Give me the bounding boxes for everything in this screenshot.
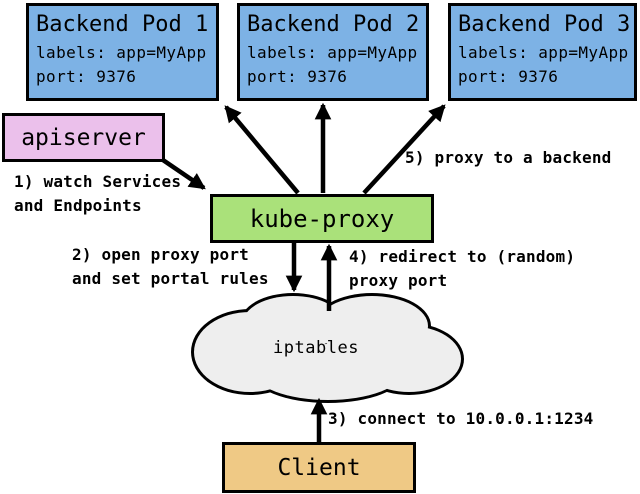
annotation-step5: 5) proxy to a backend bbox=[405, 146, 612, 170]
backend-pod-3-port: port: 9376 bbox=[458, 67, 559, 86]
apiserver-label: apiserver bbox=[21, 124, 146, 151]
arrow-kubeproxy-to-pod3 bbox=[362, 104, 446, 195]
apiserver-box: apiserver bbox=[2, 113, 165, 162]
annotation-step2-line1: 2) open proxy port bbox=[72, 245, 249, 264]
backend-pod-2-port: port: 9376 bbox=[247, 67, 348, 86]
annotation-step1-line1: 1) watch Services bbox=[14, 172, 182, 191]
annotation-step5-line1: 5) proxy to a backend bbox=[405, 148, 612, 167]
client-label: Client bbox=[277, 454, 361, 481]
backend-pod-1-title: Backend Pod 1 bbox=[36, 12, 209, 37]
annotation-step1-line2: and Endpoints bbox=[14, 196, 142, 215]
iptables-label: iptables bbox=[273, 338, 359, 358]
arrow-kubeproxy-to-pod1 bbox=[224, 105, 300, 195]
backend-pod-3-labels: labels: app=MyApp bbox=[458, 43, 629, 62]
iptables-cloud bbox=[194, 296, 461, 400]
annotation-step4: 4) redirect to (random) proxy port bbox=[349, 245, 575, 293]
backend-pod-3-box: Backend Pod 3 labels: app=MyApp port: 93… bbox=[448, 3, 637, 101]
annotation-step1: 1) watch Services and Endpoints bbox=[14, 170, 181, 218]
backend-pod-2-box: Backend Pod 2 labels: app=MyApp port: 93… bbox=[237, 3, 429, 101]
kube-proxy-label: kube-proxy bbox=[249, 204, 395, 233]
annotation-step4-line2: proxy port bbox=[349, 271, 448, 290]
annotation-step2-line2: and set portal rules bbox=[72, 269, 269, 288]
arrows bbox=[158, 102, 446, 444]
backend-pod-2-labels: labels: app=MyApp bbox=[247, 43, 418, 62]
backend-pod-1-port: port: 9376 bbox=[36, 67, 137, 86]
annotation-step2: 2) open proxy port and set portal rules bbox=[72, 243, 269, 291]
arrow-apiserver-to-kubeproxy bbox=[158, 156, 206, 190]
kube-proxy-box: kube-proxy bbox=[210, 194, 434, 243]
backend-pod-1-labels: labels: app=MyApp bbox=[36, 43, 207, 62]
backend-pod-3-title: Backend Pod 3 bbox=[458, 12, 631, 37]
annotation-step3: 3) connect to 10.0.0.1:1234 bbox=[328, 407, 594, 431]
client-box: Client bbox=[222, 442, 416, 493]
backend-pod-2-title: Backend Pod 2 bbox=[247, 12, 420, 37]
annotation-step3-line1: 3) connect to 10.0.0.1:1234 bbox=[328, 409, 594, 428]
annotation-step4-line1: 4) redirect to (random) bbox=[349, 247, 576, 266]
backend-pod-1-box: Backend Pod 1 labels: app=MyApp port: 93… bbox=[26, 3, 219, 101]
